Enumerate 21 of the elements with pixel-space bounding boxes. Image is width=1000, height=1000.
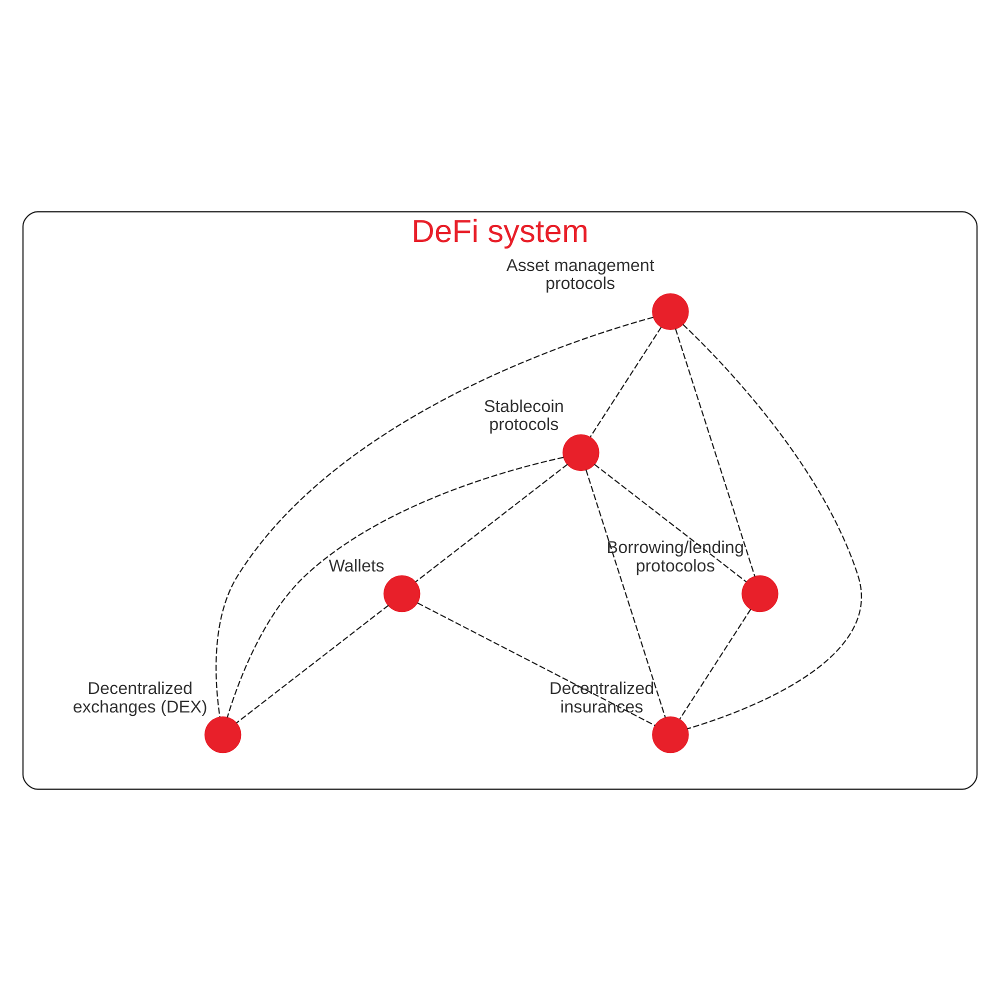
node-circle: [742, 574, 778, 612]
node-label: Stablecoin protocols: [484, 395, 564, 434]
connector: [594, 463, 747, 582]
node-label: Wallets: [328, 554, 384, 575]
connector: [236, 604, 389, 723]
connector: [590, 326, 662, 437]
connector: [415, 463, 568, 582]
connector: [682, 324, 862, 729]
connector: [679, 608, 752, 719]
node-circle: [384, 574, 420, 612]
connector: [674, 328, 756, 576]
node-label: Decentralized exchanges (DEX): [72, 677, 208, 716]
node-circle: [652, 292, 689, 330]
connector: [216, 316, 654, 716]
node-circle: [204, 716, 242, 753]
node-circle: [652, 716, 689, 753]
connector: [585, 469, 666, 718]
connector: [417, 602, 656, 726]
node-label: Asset management protocols: [506, 254, 654, 293]
connector: [226, 456, 564, 718]
node-circle: [562, 434, 600, 471]
